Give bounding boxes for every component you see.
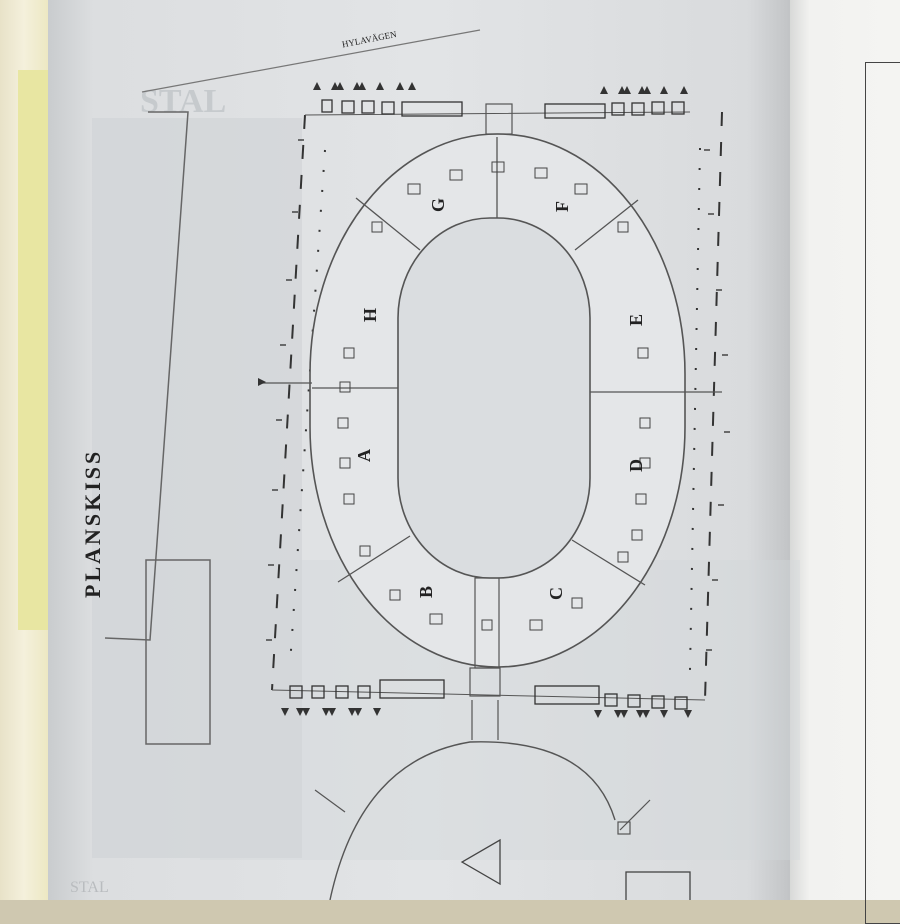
dotted-path bbox=[289, 147, 701, 671]
section-label-a: A bbox=[354, 449, 374, 462]
seat-block-markers bbox=[337, 161, 651, 631]
section-label-d: D bbox=[626, 459, 646, 472]
book-page-right bbox=[790, 0, 900, 924]
entry-gate bbox=[469, 667, 501, 697]
section-label-h: H bbox=[360, 308, 380, 322]
section-label-c: C bbox=[546, 587, 566, 600]
kiosk-row-bottom bbox=[289, 679, 688, 710]
road-line bbox=[141, 29, 481, 93]
site-boundary-line bbox=[104, 111, 189, 641]
outer-fence-ends bbox=[271, 111, 706, 701]
page-title: PLANSKISS bbox=[80, 449, 105, 598]
section-label-g: G bbox=[428, 198, 448, 212]
section-labels: A B C D E F G H bbox=[354, 198, 646, 600]
background-shading bbox=[92, 118, 302, 858]
stadium-site-plan: STAL STAL HYLAVÄGEN PLANSKISS bbox=[70, 29, 800, 900]
entrance-markers-bottom bbox=[281, 708, 692, 718]
kiosk-row-top bbox=[321, 99, 685, 119]
entrance-markers-top bbox=[313, 82, 688, 94]
arena-field bbox=[397, 217, 591, 579]
section-label-f: F bbox=[552, 201, 572, 212]
outer-fence bbox=[271, 111, 723, 701]
section-label-e: E bbox=[626, 314, 646, 326]
entrance-arrow bbox=[258, 378, 266, 386]
section-label-b: B bbox=[416, 586, 436, 598]
section-dividers bbox=[262, 137, 722, 586]
top-gate bbox=[485, 103, 513, 135]
lower-building-outline bbox=[329, 741, 616, 900]
fence-ticks bbox=[266, 139, 730, 651]
faded-header-text: STAL bbox=[140, 83, 226, 120]
outbuilding-rect bbox=[145, 559, 211, 745]
faded-footer-text: STAL bbox=[70, 879, 109, 896]
triangle-marker bbox=[460, 838, 501, 886]
lower-rect-structure bbox=[625, 871, 691, 900]
